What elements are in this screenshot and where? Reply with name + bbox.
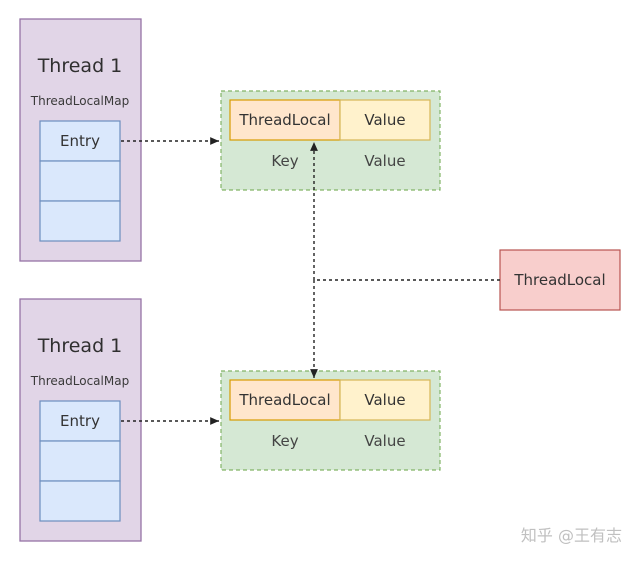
thread-1-empty-slot	[39, 160, 121, 202]
thread-2-title: Thread 1	[37, 335, 123, 357]
watermark: 知乎 @王有志	[521, 526, 622, 545]
thread-2-empty-slot	[39, 480, 121, 522]
thread-2-entry-label: Entry	[60, 412, 100, 430]
threadlocal-box: ThreadLocal	[499, 249, 621, 311]
thread-1-title: Thread 1	[37, 55, 123, 77]
thread-2-empty-slot	[39, 440, 121, 482]
entry-1-key-caption: Key	[271, 152, 298, 170]
thread-box-1: Thread 1 ThreadLocalMap Entry	[19, 18, 142, 262]
entry-2-key-cell-text: ThreadLocal	[238, 391, 330, 409]
thread-box-2: Thread 1 ThreadLocalMap Entry	[19, 298, 142, 542]
threadlocal-box-label: ThreadLocal	[513, 271, 605, 289]
entry-1-value-cell	[339, 99, 431, 141]
entry-2-value-cell	[339, 379, 431, 421]
entry-2-value-cell-text: Value	[364, 391, 405, 409]
entry-2-value-caption: Value	[364, 432, 405, 450]
thread-1-entry-label: Entry	[60, 132, 100, 150]
entry-1-value-caption: Value	[364, 152, 405, 170]
entry-box-1: ThreadLocal Value Key Value	[220, 90, 441, 191]
thread-1-map-label: ThreadLocalMap	[30, 94, 129, 108]
thread-1-entry-slot	[39, 120, 121, 162]
entry-2-key-caption: Key	[271, 432, 298, 450]
entry-2-key-cell	[229, 379, 341, 421]
thread-2-entry-slot	[39, 400, 121, 442]
entry-1-value-cell-text: Value	[364, 111, 405, 129]
entry-box-2: ThreadLocal Value Key Value	[220, 370, 441, 471]
entry-1-key-cell-text: ThreadLocal	[238, 111, 330, 129]
thread-1-empty-slot	[39, 200, 121, 242]
thread-2-map-label: ThreadLocalMap	[30, 374, 129, 388]
